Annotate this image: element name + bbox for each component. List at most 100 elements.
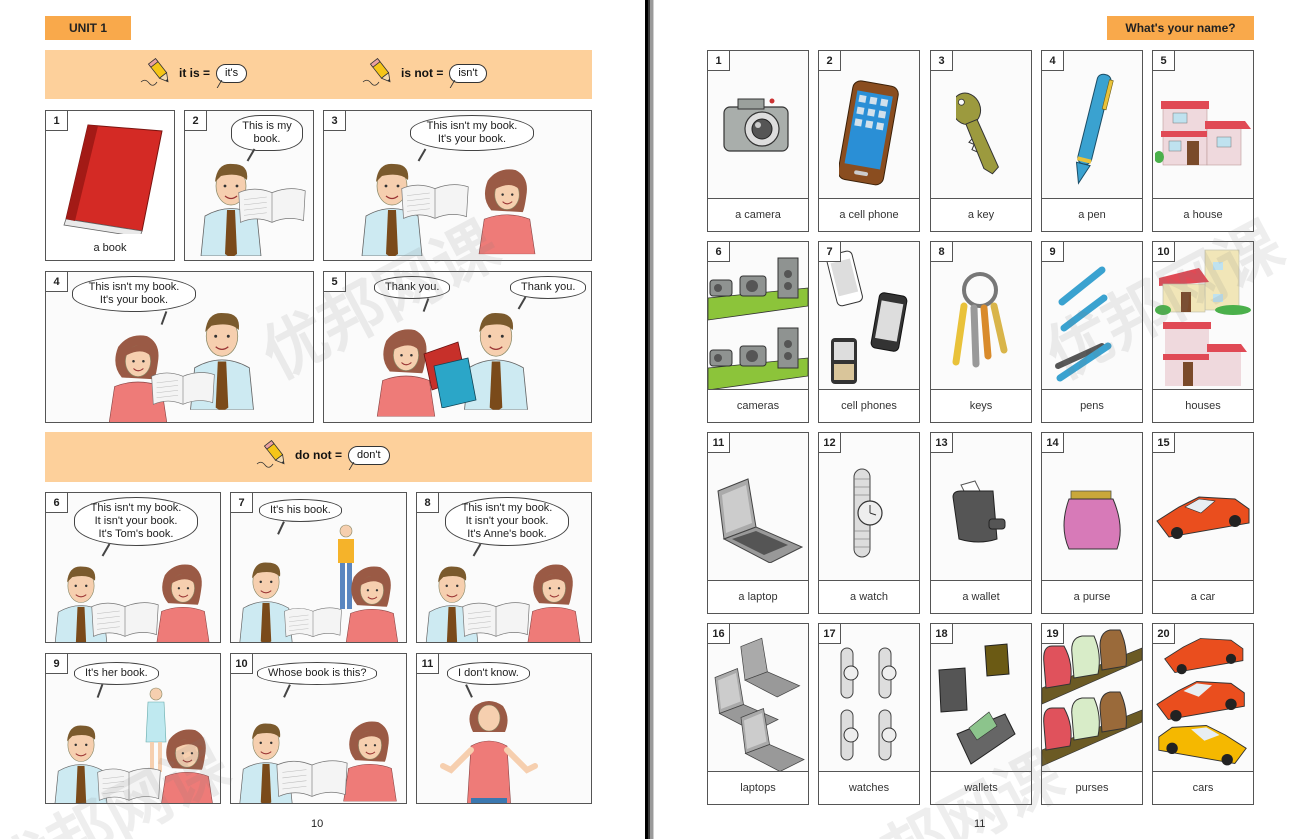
card-caption: laptops (740, 782, 776, 794)
card-caption: a wallet (962, 591, 1000, 603)
card-caption: a purse (1073, 591, 1111, 603)
vocab-card-wallet: 13 a wallet (930, 432, 1032, 614)
card-number: 17 (819, 624, 841, 644)
comic-panel-9: 9 It's her book. (45, 653, 221, 804)
speech-bubble: This isn't my book.It isn't your book.It… (74, 497, 198, 557)
red-book-icon (63, 124, 163, 234)
panel-number: 1 (46, 111, 68, 131)
pencil-icon (139, 58, 173, 88)
card-caption: cameras (736, 400, 780, 412)
vocab-card-laptops: 16 laptops (707, 623, 809, 805)
girl-illustration (145, 687, 167, 772)
cell-phones-icon (826, 250, 908, 384)
card-number: 7 (819, 242, 841, 262)
grammar-banner-top: it is = it's is not = isn't (45, 50, 592, 99)
open-book-icon (283, 599, 343, 643)
card-number: 6 (708, 242, 730, 262)
comic-panel-8: 8 This isn't my book.It isn't your book.… (416, 492, 592, 643)
card-caption: watches (848, 782, 890, 794)
grammar-item-do-not: do not = don't (255, 440, 390, 470)
contraction-bubble: it's (216, 63, 248, 83)
card-caption: a camera (735, 209, 781, 221)
card-number: 8 (931, 242, 953, 262)
panel-number: 7 (231, 493, 253, 513)
woman-shrugging-illustration (440, 701, 538, 803)
laptop-icon (717, 478, 804, 563)
open-book-icon (461, 593, 531, 643)
grammar-label: is not = (401, 66, 444, 80)
books-stack-icon (423, 341, 477, 408)
panel-number: 8 (417, 493, 439, 513)
pen-icon (1075, 73, 1114, 185)
card-caption: a watch (850, 591, 888, 603)
grammar-label: do not = (295, 448, 342, 462)
left-page: UNIT 1 it is = it's is not = isn't 1 a b… (0, 0, 645, 839)
grammar-item-it-is: it is = it's (139, 58, 248, 88)
page-number: 11 (974, 818, 986, 830)
speech-bubble-left: Thank you. (374, 276, 451, 312)
speech-bubble: Whose book is this? (257, 662, 378, 698)
card-caption: cars (1192, 782, 1214, 794)
woman-illustration (472, 151, 542, 261)
camera-icon (723, 98, 789, 152)
card-caption: a laptop (738, 591, 778, 603)
vocab-card-car: 15 a car (1152, 432, 1254, 614)
grammar-item-is-not: is not = isn't (361, 58, 487, 88)
panel-number: 9 (46, 654, 68, 674)
grammar-banner-mid: do not = don't (45, 432, 592, 482)
open-book-icon (400, 177, 470, 223)
card-caption: a car (1190, 591, 1216, 603)
vocab-card-key: 3 a key (930, 50, 1032, 232)
wallet-icon (952, 480, 1006, 543)
card-number: 14 (1042, 433, 1064, 453)
card-number: 15 (1153, 433, 1175, 453)
speech-bubble-right: Thank you. (510, 276, 587, 310)
woman-illustration (154, 714, 220, 804)
pencil-icon (255, 440, 289, 470)
houses-icon (1155, 249, 1251, 386)
comic-panel-10: 10 Whose book is this? (230, 653, 407, 804)
open-book-icon (96, 760, 162, 804)
open-book-icon (237, 181, 307, 227)
card-caption: cell phones (841, 400, 897, 412)
panel-caption: a book (93, 242, 127, 254)
vocab-card-purses: 19 purses (1041, 623, 1143, 805)
panel-number: 3 (324, 111, 346, 131)
card-number: 11 (708, 433, 730, 453)
book-spine-divider (645, 0, 654, 839)
pencil-icon (361, 58, 395, 88)
vocab-card-pens: 9 pens (1041, 241, 1143, 423)
unit-tag: UNIT 1 (45, 16, 131, 40)
card-number: 3 (931, 51, 953, 71)
boy-illustration (338, 524, 354, 609)
panel-number: 6 (46, 493, 68, 513)
key-icon (956, 92, 999, 175)
vocab-card-pen: 4 a pen (1041, 50, 1143, 232)
grammar-label: it is = (179, 66, 211, 80)
card-number: 5 (1153, 51, 1175, 71)
purses-icon (1042, 629, 1142, 767)
vocab-card-cell-phones: 7 cell phones (818, 241, 920, 423)
panel-number: 4 (46, 272, 68, 292)
comic-panel-7: 7 It's his book. (230, 492, 407, 643)
vocab-card-laptop: 11 a laptop (707, 432, 809, 614)
card-number: 12 (819, 433, 841, 453)
open-book-icon (90, 593, 160, 643)
purse-icon (1063, 490, 1121, 550)
vocab-card-watches: 17 watches (818, 623, 920, 805)
card-number: 1 (708, 51, 730, 71)
card-caption: keys (969, 400, 993, 412)
open-book-icon (150, 364, 216, 410)
vocab-card-cameras: 6 cameras (707, 241, 809, 423)
right-page: What's your name? 1 a camera (654, 0, 1296, 839)
card-caption: purses (1075, 782, 1109, 794)
card-caption: houses (1185, 400, 1221, 412)
comic-panel-3: 3 This isn't my book.It's your book. (323, 110, 592, 261)
comic-panel-5: 5 Thank you. Thank you. (323, 271, 592, 423)
card-caption: wallets (964, 782, 998, 794)
card-number: 16 (708, 624, 730, 644)
cell-phone-icon (839, 80, 899, 186)
open-book-icon (275, 750, 349, 804)
speech-bubble: This isn't my book.It's your book. (72, 276, 196, 325)
